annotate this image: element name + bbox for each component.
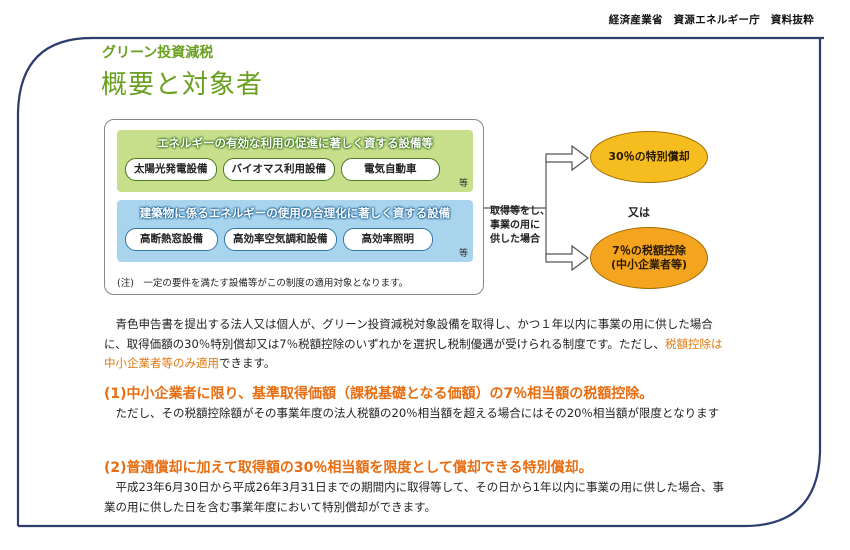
page-subtitle: グリーン投資減税 [102,45,214,61]
section-heading-tax-credit: (1)中小企業者に限り、基準取得価額（課税基礎となる価額）の7％相当額の税額控除… [104,386,654,402]
condition-line: 取得等をし、 [490,206,550,217]
or-label: 又は [628,206,650,219]
item-biomass: バイオマス利用設備 [222,158,335,181]
category-heading: エネルギーの有効な利用の促進に著しく資する設備等 [157,136,433,150]
etc-mark: 等 [458,249,468,259]
category-heading: 建築物に係るエネルギーの使用の合理化に著しく資する設備 [139,206,451,220]
item-lighting: 高効率照明 [342,228,433,251]
item-window: 高断熱窓設備 [125,228,218,251]
note-text: (注) 一定の要件を満たす設備等がこの制度の適用対象となります。 [117,278,409,289]
tax-credit-oval: 7％の税額控除 (中小企業者等) [590,227,708,289]
page-frame [12,32,824,530]
special-depreciation-oval: 30％の特別償却 [590,131,708,183]
arrow-to-depreciation-icon [545,144,589,172]
tax-credit-scope: (中小企業者等) [610,258,688,271]
item-ev: 電気自動車 [341,158,440,181]
arrow-to-tax-credit-icon [545,244,589,272]
section-heading-depreciation: (2)普通償却に加えて取得額の30％相当額を限度として償却できる特別償却。 [104,460,593,476]
intro-paragraph: 青色申告書を提出する法人又は個人が、グリーン投資減税対象設備を取得し、かつ１年以… [104,315,732,374]
tax-credit-label: 7％の税額控除 [612,244,686,257]
condition-line: 事業の用に [490,220,540,231]
intro-highlight: 税額控除は中小企業者等のみ適用 [104,336,723,371]
connector-arrows [484,144,589,272]
condition-line: 供した場合 [490,234,540,245]
source-label: 経済産業省 資源エネルギー庁 資料抜粋 [608,14,814,26]
building-energy-category: 建築物に係るエネルギーの使用の合理化に著しく資する設備 高断熱窓設備 高効率空気… [117,200,473,262]
depreciation-paragraph: 平成23年6月30日から平成26年3月31日までの期間内に取得等して、その日から… [104,480,725,514]
intro-end: できます。 [219,356,276,370]
condition-text: 取得等をし、 事業の用に 供した場合 [490,205,550,247]
page-title: 概要と対象者 [101,70,264,100]
intro-text: 青色申告書を提出する法人又は個人が、グリーン投資減税対象設備を取得し、かつ１年以… [104,317,713,351]
etc-mark: 等 [458,179,468,189]
item-solar: 太陽光発電設備 [125,158,217,181]
energy-efficiency-category: エネルギーの有効な利用の促進に著しく資する設備等 太陽光発電設備 バイオマス利用… [117,130,473,192]
tax-credit-paragraph: ただし、その税額控除額がその事業年度の法人税額の20％相当額を超える場合にはその… [115,406,720,420]
item-hvac: 高効率空気調和設備 [224,228,337,251]
eligible-equipment-box: エネルギーの有効な利用の促進に著しく資する設備等 太陽光発電設備 バイオマス利用… [104,119,484,295]
